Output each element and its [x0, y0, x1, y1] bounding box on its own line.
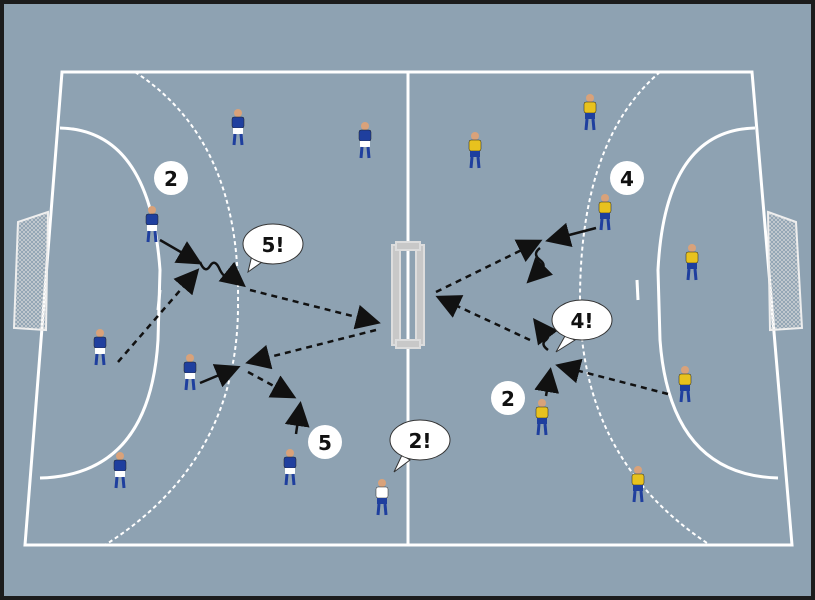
player-yellow [583, 94, 597, 131]
marker-label: 2 [501, 387, 515, 411]
center-goal-equipment [391, 241, 425, 349]
player-blue [358, 122, 372, 159]
player-blue [183, 354, 197, 391]
player-yellow [631, 466, 645, 503]
marker-4: 4 [610, 161, 644, 195]
player-blue [283, 449, 297, 486]
player-yellow [535, 399, 549, 436]
player-blue [231, 109, 245, 146]
marker-label: 2 [164, 167, 178, 191]
player-blue [93, 329, 107, 366]
umpire [375, 479, 389, 516]
marker-2-right: 2 [491, 381, 525, 415]
player-yellow [678, 366, 692, 403]
player-yellow [598, 194, 612, 231]
marker-5: 5 [308, 425, 342, 459]
marker-2-left: 2 [154, 161, 188, 195]
marker-label: 5 [318, 431, 332, 455]
player-blue [145, 206, 159, 243]
player-yellow [685, 244, 699, 281]
players [93, 94, 699, 516]
arrows [117, 222, 669, 435]
goal-left [12, 210, 50, 332]
speech-4: 4! [551, 299, 613, 353]
speech-5: 5! [242, 223, 304, 274]
marker-label: 4! [570, 309, 593, 333]
marker-label: 5! [261, 233, 284, 257]
speech-2: 2! [389, 419, 451, 473]
marker-label: 4 [620, 167, 634, 191]
goal-right [766, 210, 804, 332]
player-blue [113, 452, 127, 489]
marker-label: 2! [408, 429, 431, 453]
court-lines [23, 70, 794, 547]
player-yellow [468, 132, 482, 169]
